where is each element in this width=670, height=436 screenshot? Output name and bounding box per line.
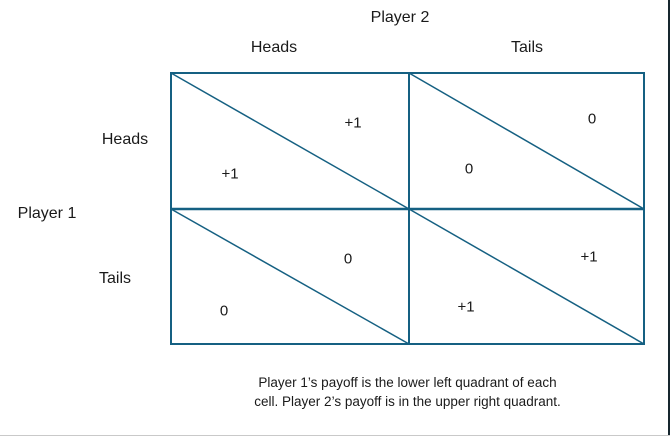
payoff-player1-heads-tails: 0 <box>464 160 474 178</box>
cell-diagonal-tails-tails <box>408 208 645 345</box>
payoff-matrix: +1 +1 0 0 0 0 +1 +1 <box>170 72 645 345</box>
column-player-title: Player 2 <box>370 9 430 26</box>
payoff-player2-tails-tails: +1 <box>580 248 598 266</box>
payoff-player2-heads-heads: +1 <box>344 114 362 132</box>
image-right-border <box>668 0 670 436</box>
figure-caption-line1: Player 1’s payoff is the lower left quad… <box>258 375 557 390</box>
row-header-tails: Tails <box>98 270 132 287</box>
figure-caption: Player 1’s payoff is the lower left quad… <box>170 373 645 411</box>
payoff-player1-heads-heads: +1 <box>221 165 239 183</box>
figure-caption-line2: cell. Player 2’s payoff is in the upper … <box>254 394 561 409</box>
row-header-heads: Heads <box>101 131 149 148</box>
matrix-grid-lines <box>170 72 645 345</box>
row-player-title: Player 1 <box>17 205 77 222</box>
column-header-tails: Tails <box>510 39 544 56</box>
payoff-player2-tails-heads: 0 <box>343 250 353 268</box>
cell-diagonal-tails-heads <box>170 208 410 345</box>
payoff-player2-heads-tails: 0 <box>587 110 597 128</box>
payoff-player1-tails-heads: 0 <box>219 302 229 320</box>
column-header-heads: Heads <box>250 39 298 56</box>
cell-diagonal-heads-tails <box>408 72 645 210</box>
payoff-player1-tails-tails: +1 <box>457 298 475 316</box>
cell-diagonal-heads-heads <box>170 72 410 210</box>
